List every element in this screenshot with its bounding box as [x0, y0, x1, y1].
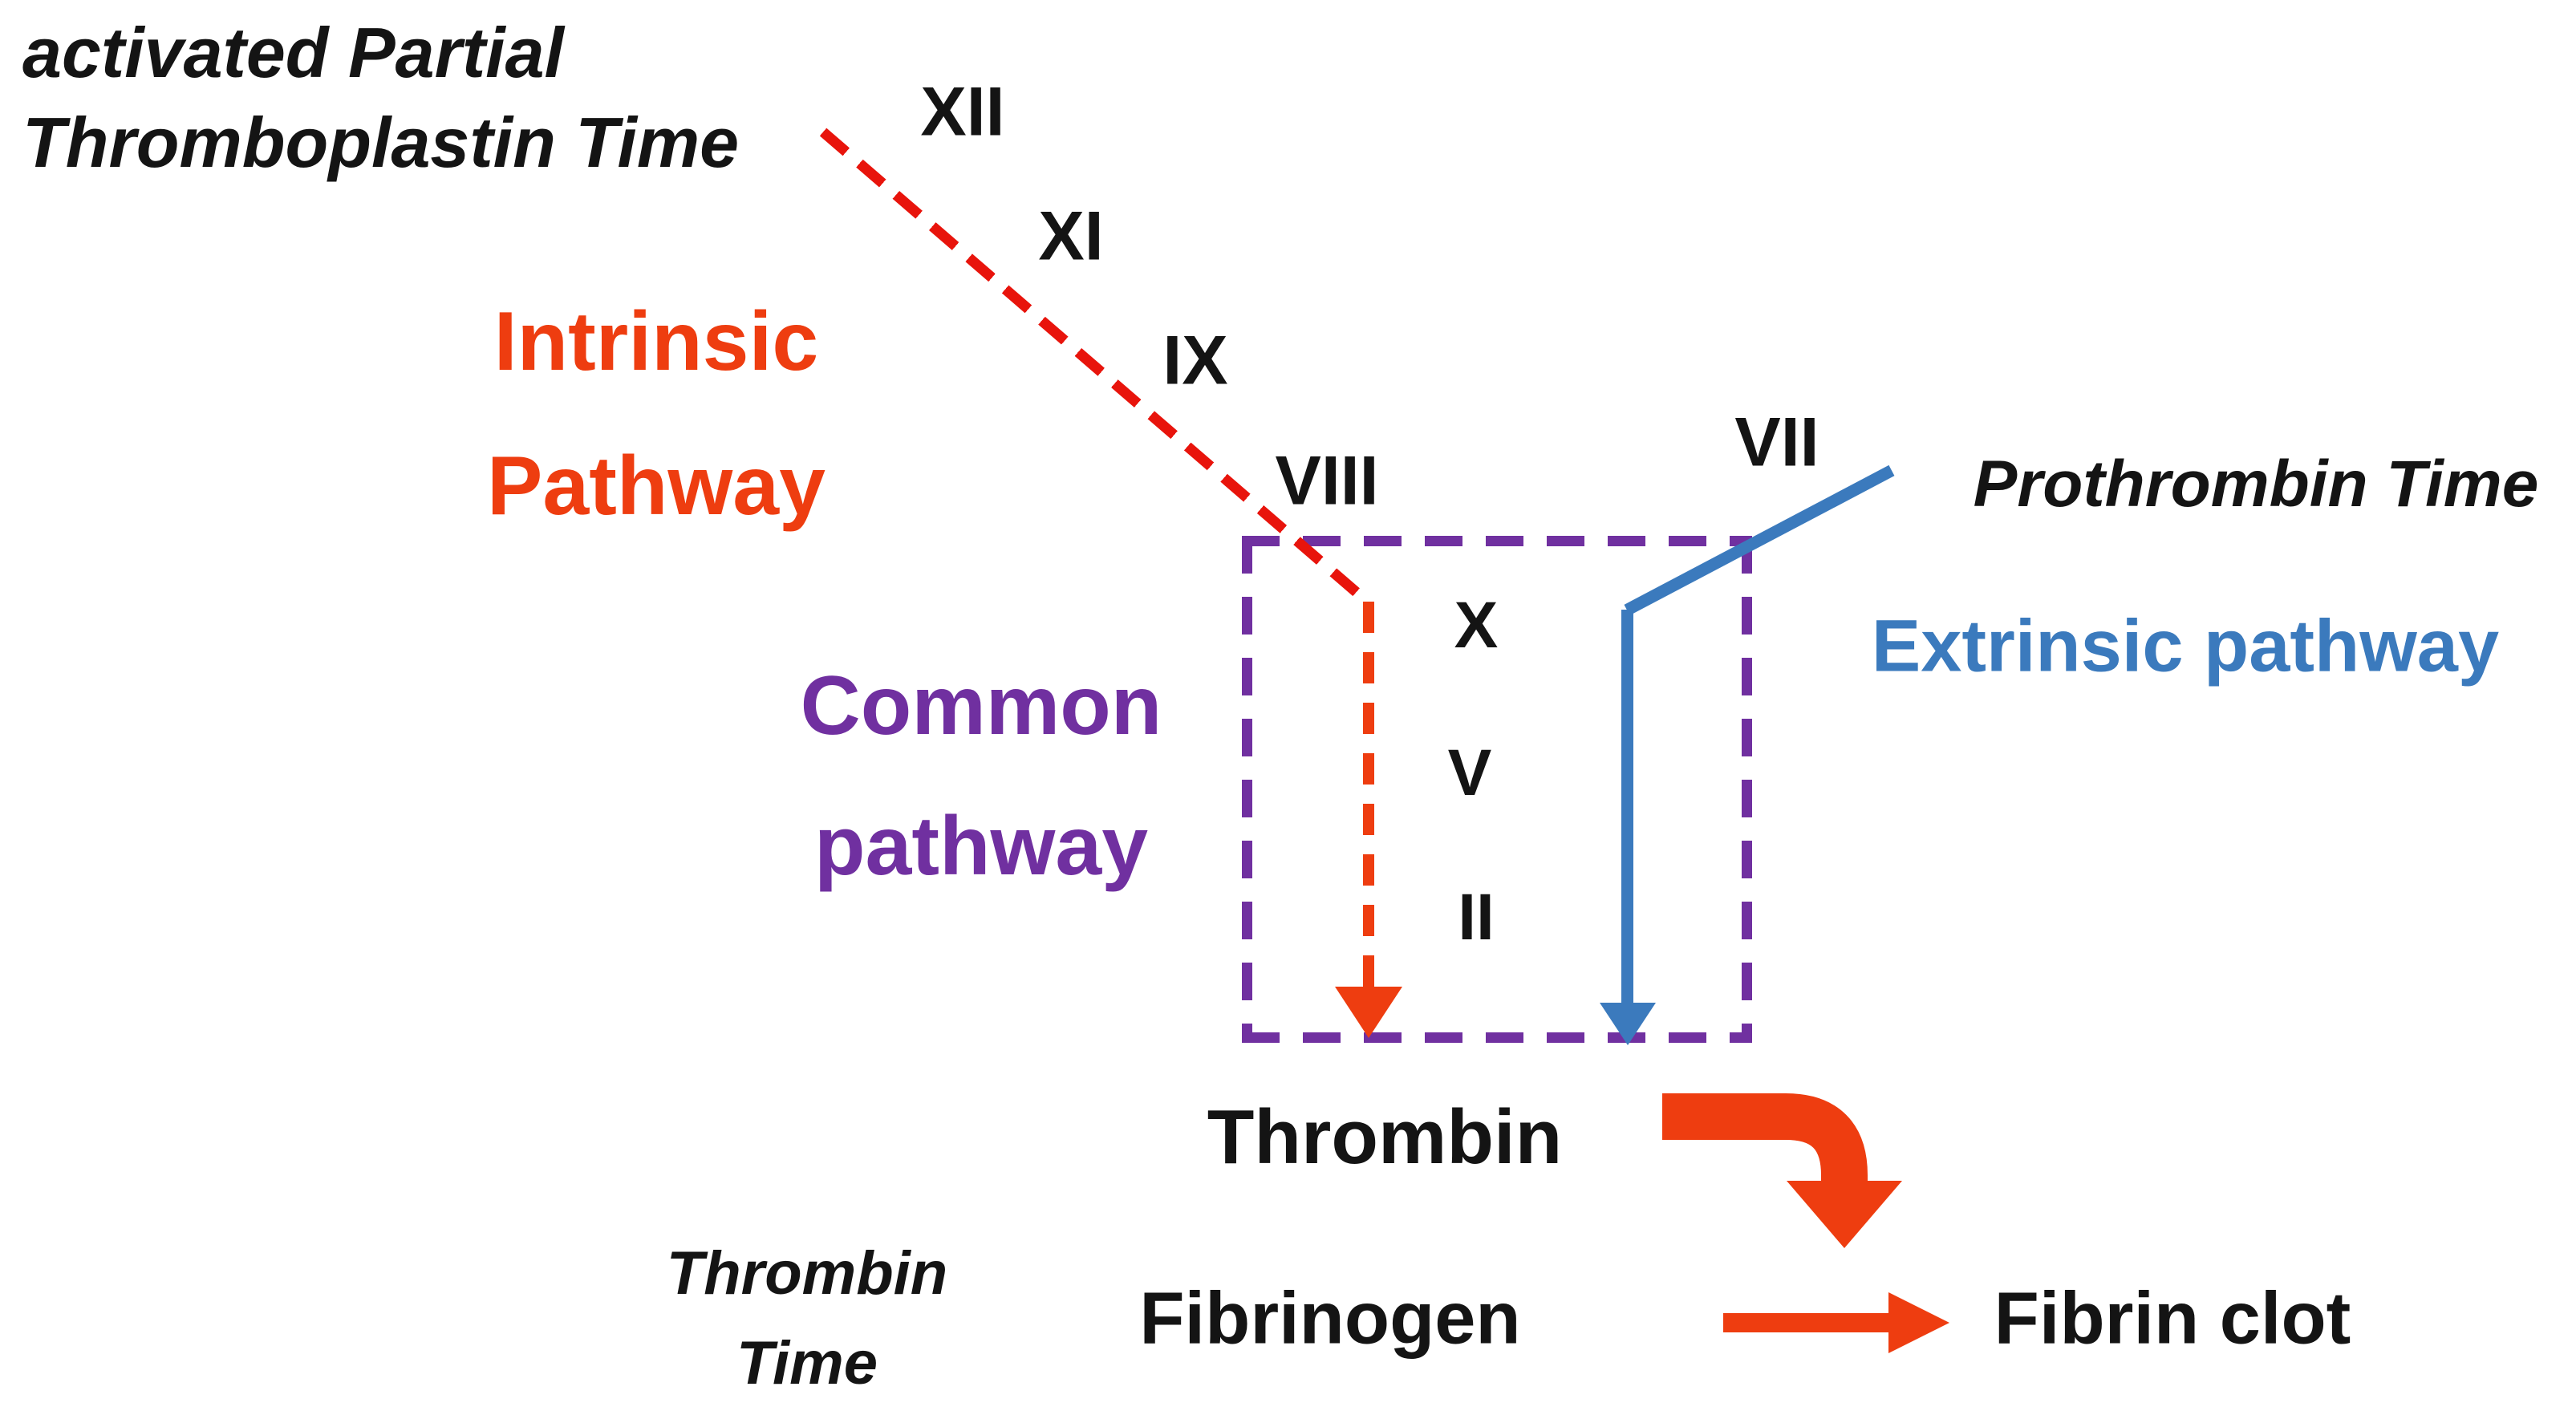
- extrinsic-pathway-down-arrow-icon: [1621, 610, 1633, 1004]
- thrombin-elbow-arrowhead-icon: [1787, 1181, 1902, 1248]
- aptt-test-label-line1: activated Partial: [22, 13, 564, 92]
- fibrin-clot-label: Fibrin clot: [1994, 1277, 2351, 1360]
- factor-v-label: V: [1447, 736, 1492, 809]
- thrombin-label: Thrombin: [1207, 1094, 1563, 1180]
- intrinsic-pathway-arrowhead-icon: [1335, 987, 1402, 1038]
- thrombin-time-test-label-line2: Time: [736, 1329, 878, 1397]
- common-pathway-label-line1: Common: [800, 659, 1162, 752]
- factor-ix-label: IX: [1162, 322, 1228, 399]
- aptt-test-label: activated Partial Thromboplastin Time: [22, 8, 739, 188]
- factor-viii-label: VIII: [1275, 442, 1379, 520]
- common-pathway-label-line2: pathway: [813, 800, 1149, 893]
- common-pathway-label: Common pathway: [801, 636, 1162, 917]
- factor-vii-label: VII: [1734, 403, 1819, 481]
- factor-x-label: X: [1454, 589, 1499, 662]
- intrinsic-pathway-label-line2: Pathway: [487, 440, 826, 533]
- intrinsic-pathway-label-line1: Intrinsic: [493, 295, 819, 388]
- factor-xi-label: XI: [1038, 197, 1104, 275]
- common-pathway-box-left-edge: [1242, 536, 1252, 1043]
- thrombin-elbow-arrow-icon: [1662, 1093, 1868, 1186]
- thrombin-time-test-label: Thrombin Time: [667, 1229, 947, 1409]
- prothrombin-time-test-label: Prothrombin Time: [1973, 448, 2539, 521]
- factor-ii-label: II: [1458, 881, 1495, 954]
- common-pathway-box-top-edge: [1242, 536, 1752, 546]
- factor-xii-label: XII: [920, 73, 1005, 151]
- extrinsic-pathway-arrowhead-icon: [1600, 1003, 1656, 1045]
- common-pathway-box-right-edge: [1742, 536, 1752, 1043]
- fibrinogen-label: Fibrinogen: [1139, 1277, 1521, 1360]
- common-pathway-box-bottom-edge: [1242, 1032, 1752, 1043]
- extrinsic-pathway-label: Extrinsic pathway: [1871, 605, 2500, 687]
- aptt-test-label-line2: Thromboplastin Time: [22, 103, 740, 182]
- intrinsic-pathway-down-arrow-icon: [1363, 602, 1374, 988]
- thrombin-time-test-label-line1: Thrombin: [666, 1239, 948, 1308]
- intrinsic-pathway-label: Intrinsic Pathway: [487, 270, 826, 558]
- fibrinogen-arrowhead-icon: [1888, 1292, 1949, 1353]
